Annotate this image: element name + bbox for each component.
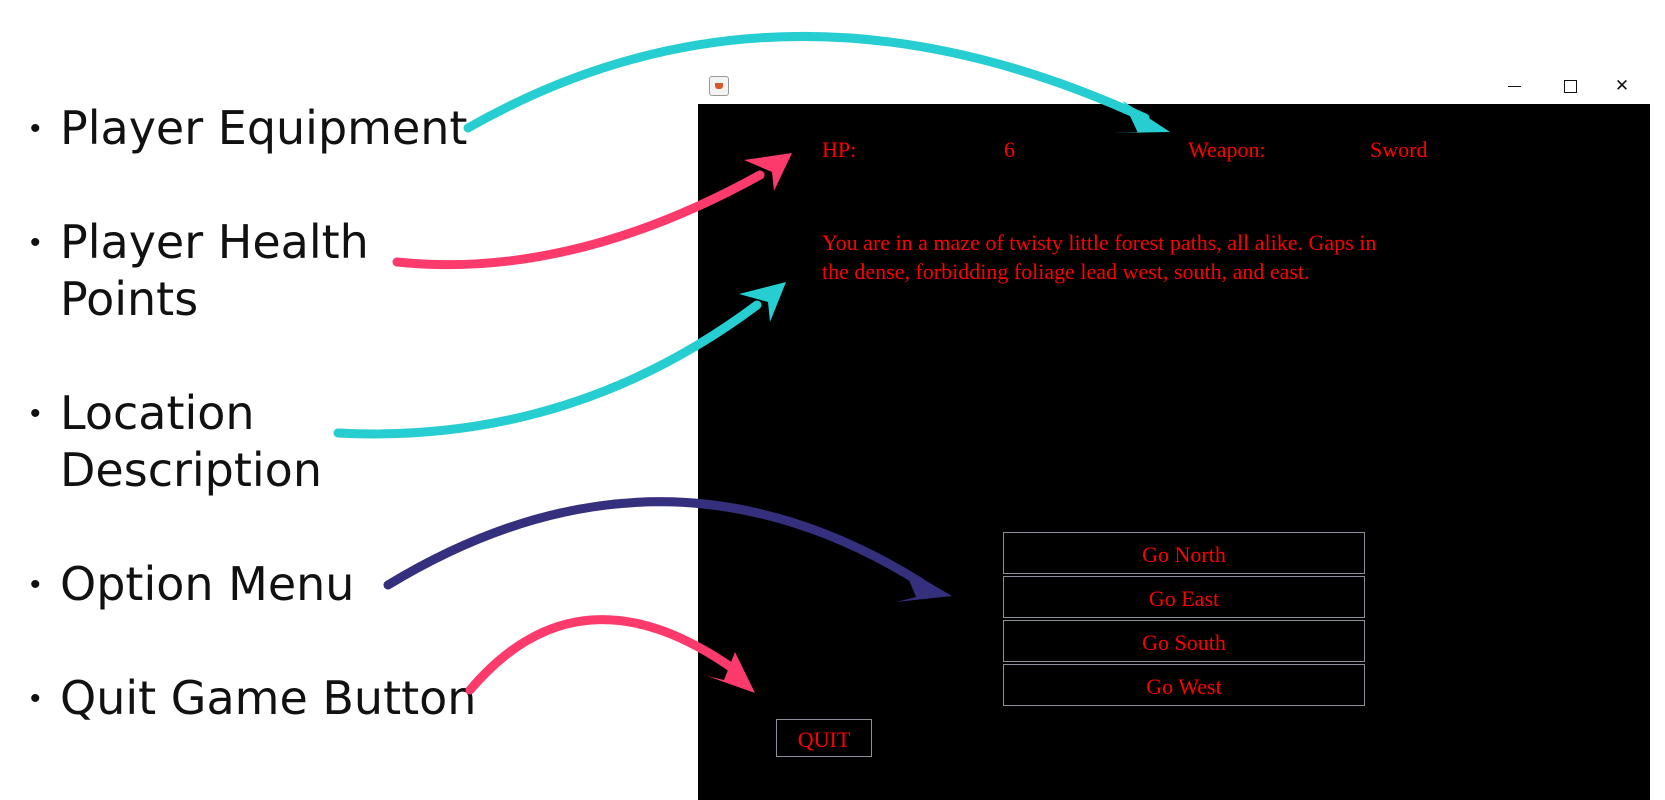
game-window: ✕ HP: 6 Weapon: Sword You are in a maze … <box>698 68 1650 800</box>
game-panel: HP: 6 Weapon: Sword You are in a maze of… <box>698 104 1650 800</box>
bullet-dot: • <box>30 397 41 430</box>
java-app-icon <box>709 76 729 96</box>
hp-value: 6 <box>1004 137 1015 162</box>
location-description: You are in a maze of twisty little fores… <box>822 230 1377 284</box>
go-west-button[interactable]: Go West <box>1003 664 1365 706</box>
minimize-button[interactable] <box>1486 68 1542 104</box>
bullet-text: Player Equipment <box>60 101 468 155</box>
quit-button[interactable]: QUIT <box>776 719 872 757</box>
weapon-value: Sword <box>1370 137 1428 162</box>
bullet-dot: • <box>30 112 41 145</box>
weapon-label: Weapon: <box>1188 137 1266 162</box>
close-button[interactable]: ✕ <box>1594 68 1650 104</box>
bullet-dot: • <box>30 226 41 259</box>
hp-label: HP: <box>822 137 857 162</box>
bullet-dot: • <box>30 682 41 715</box>
title-bar[interactable]: ✕ <box>698 68 1650 104</box>
go-south-button[interactable]: Go South <box>1003 620 1365 662</box>
minimize-icon <box>1507 85 1521 87</box>
bullet-text: Option Menu <box>60 557 355 611</box>
go-east-button[interactable]: Go East <box>1003 576 1365 618</box>
maximize-icon <box>1563 79 1577 93</box>
maximize-button[interactable] <box>1542 68 1598 104</box>
bullet-quit-game-button: • Quit Game Button <box>30 670 476 727</box>
bullet-dot: • <box>30 568 41 601</box>
bullet-player-equipment: • Player Equipment <box>30 100 467 157</box>
option-menu: Go North Go East Go South Go West <box>1003 532 1367 708</box>
bullet-text: Quit Game Button <box>60 671 477 725</box>
go-north-button[interactable]: Go North <box>1003 532 1365 574</box>
close-icon: ✕ <box>1614 76 1630 95</box>
bullet-option-menu: • Option Menu <box>30 556 354 613</box>
